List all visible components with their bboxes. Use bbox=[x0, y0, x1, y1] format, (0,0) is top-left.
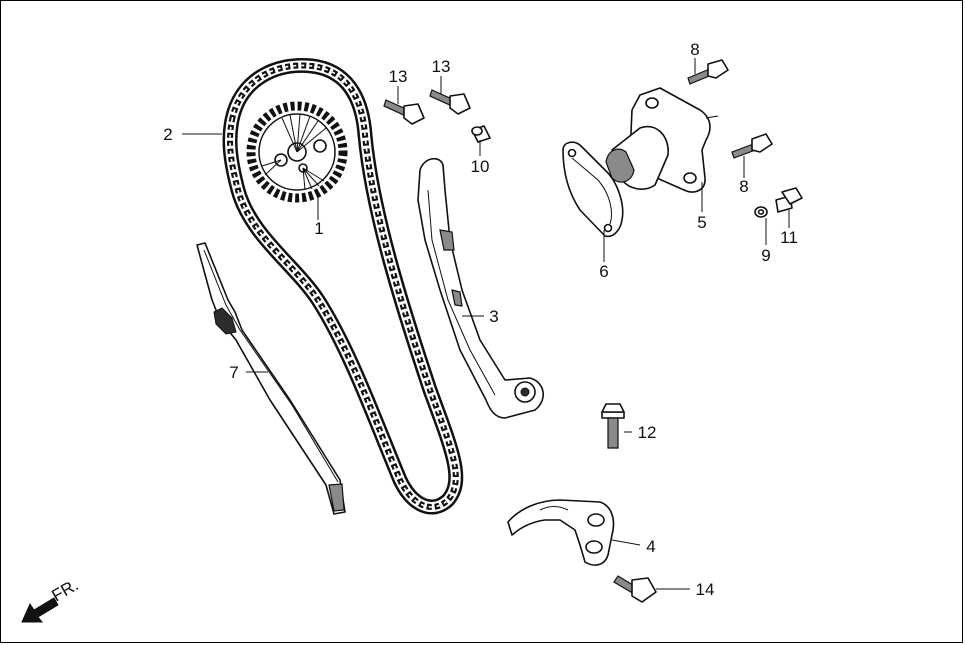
callout-1: 1 bbox=[314, 219, 323, 238]
callout-3: 3 bbox=[489, 307, 498, 326]
callout-2: 2 bbox=[163, 125, 172, 144]
callout-12: 12 bbox=[638, 423, 657, 442]
callout-14: 14 bbox=[696, 580, 715, 599]
dowel-pin-10 bbox=[471, 125, 491, 143]
tensioner-lifter bbox=[605, 87, 719, 193]
tensioner-slipper bbox=[417, 157, 544, 419]
bolt-12 bbox=[601, 403, 625, 449]
callout-13-left: 13 bbox=[389, 67, 408, 86]
callout-11: 11 bbox=[780, 228, 798, 247]
gasket bbox=[562, 141, 624, 238]
bolt-8-lower bbox=[731, 133, 773, 159]
callout-8-lower: 8 bbox=[739, 177, 748, 196]
callout-labels: 1 2 3 4 5 6 7 8 8 9 10 11 12 13 13 14 bbox=[163, 40, 798, 599]
callout-6: 6 bbox=[599, 262, 608, 281]
chain-guide bbox=[196, 242, 346, 515]
cam-sprocket bbox=[246, 101, 348, 203]
leader-lines bbox=[182, 58, 790, 590]
washer-9 bbox=[754, 206, 768, 218]
tensioner-bracket bbox=[507, 499, 615, 566]
bolt-13-left bbox=[383, 99, 425, 125]
bolt-14 bbox=[613, 575, 657, 603]
callout-8-upper: 8 bbox=[690, 40, 699, 59]
bolt-13-right bbox=[429, 89, 471, 115]
callout-10: 10 bbox=[471, 157, 490, 176]
front-arrow-icon bbox=[21, 597, 59, 623]
front-direction-indicator: FR. bbox=[21, 575, 82, 623]
callout-7: 7 bbox=[229, 363, 238, 382]
plug-bolt-11 bbox=[775, 187, 803, 213]
bolt-8-upper bbox=[687, 59, 729, 85]
callout-5: 5 bbox=[697, 213, 706, 232]
callout-4: 4 bbox=[646, 537, 655, 556]
cam-chain bbox=[222, 57, 464, 515]
callout-9: 9 bbox=[761, 246, 770, 265]
callout-13-right: 13 bbox=[432, 57, 451, 76]
